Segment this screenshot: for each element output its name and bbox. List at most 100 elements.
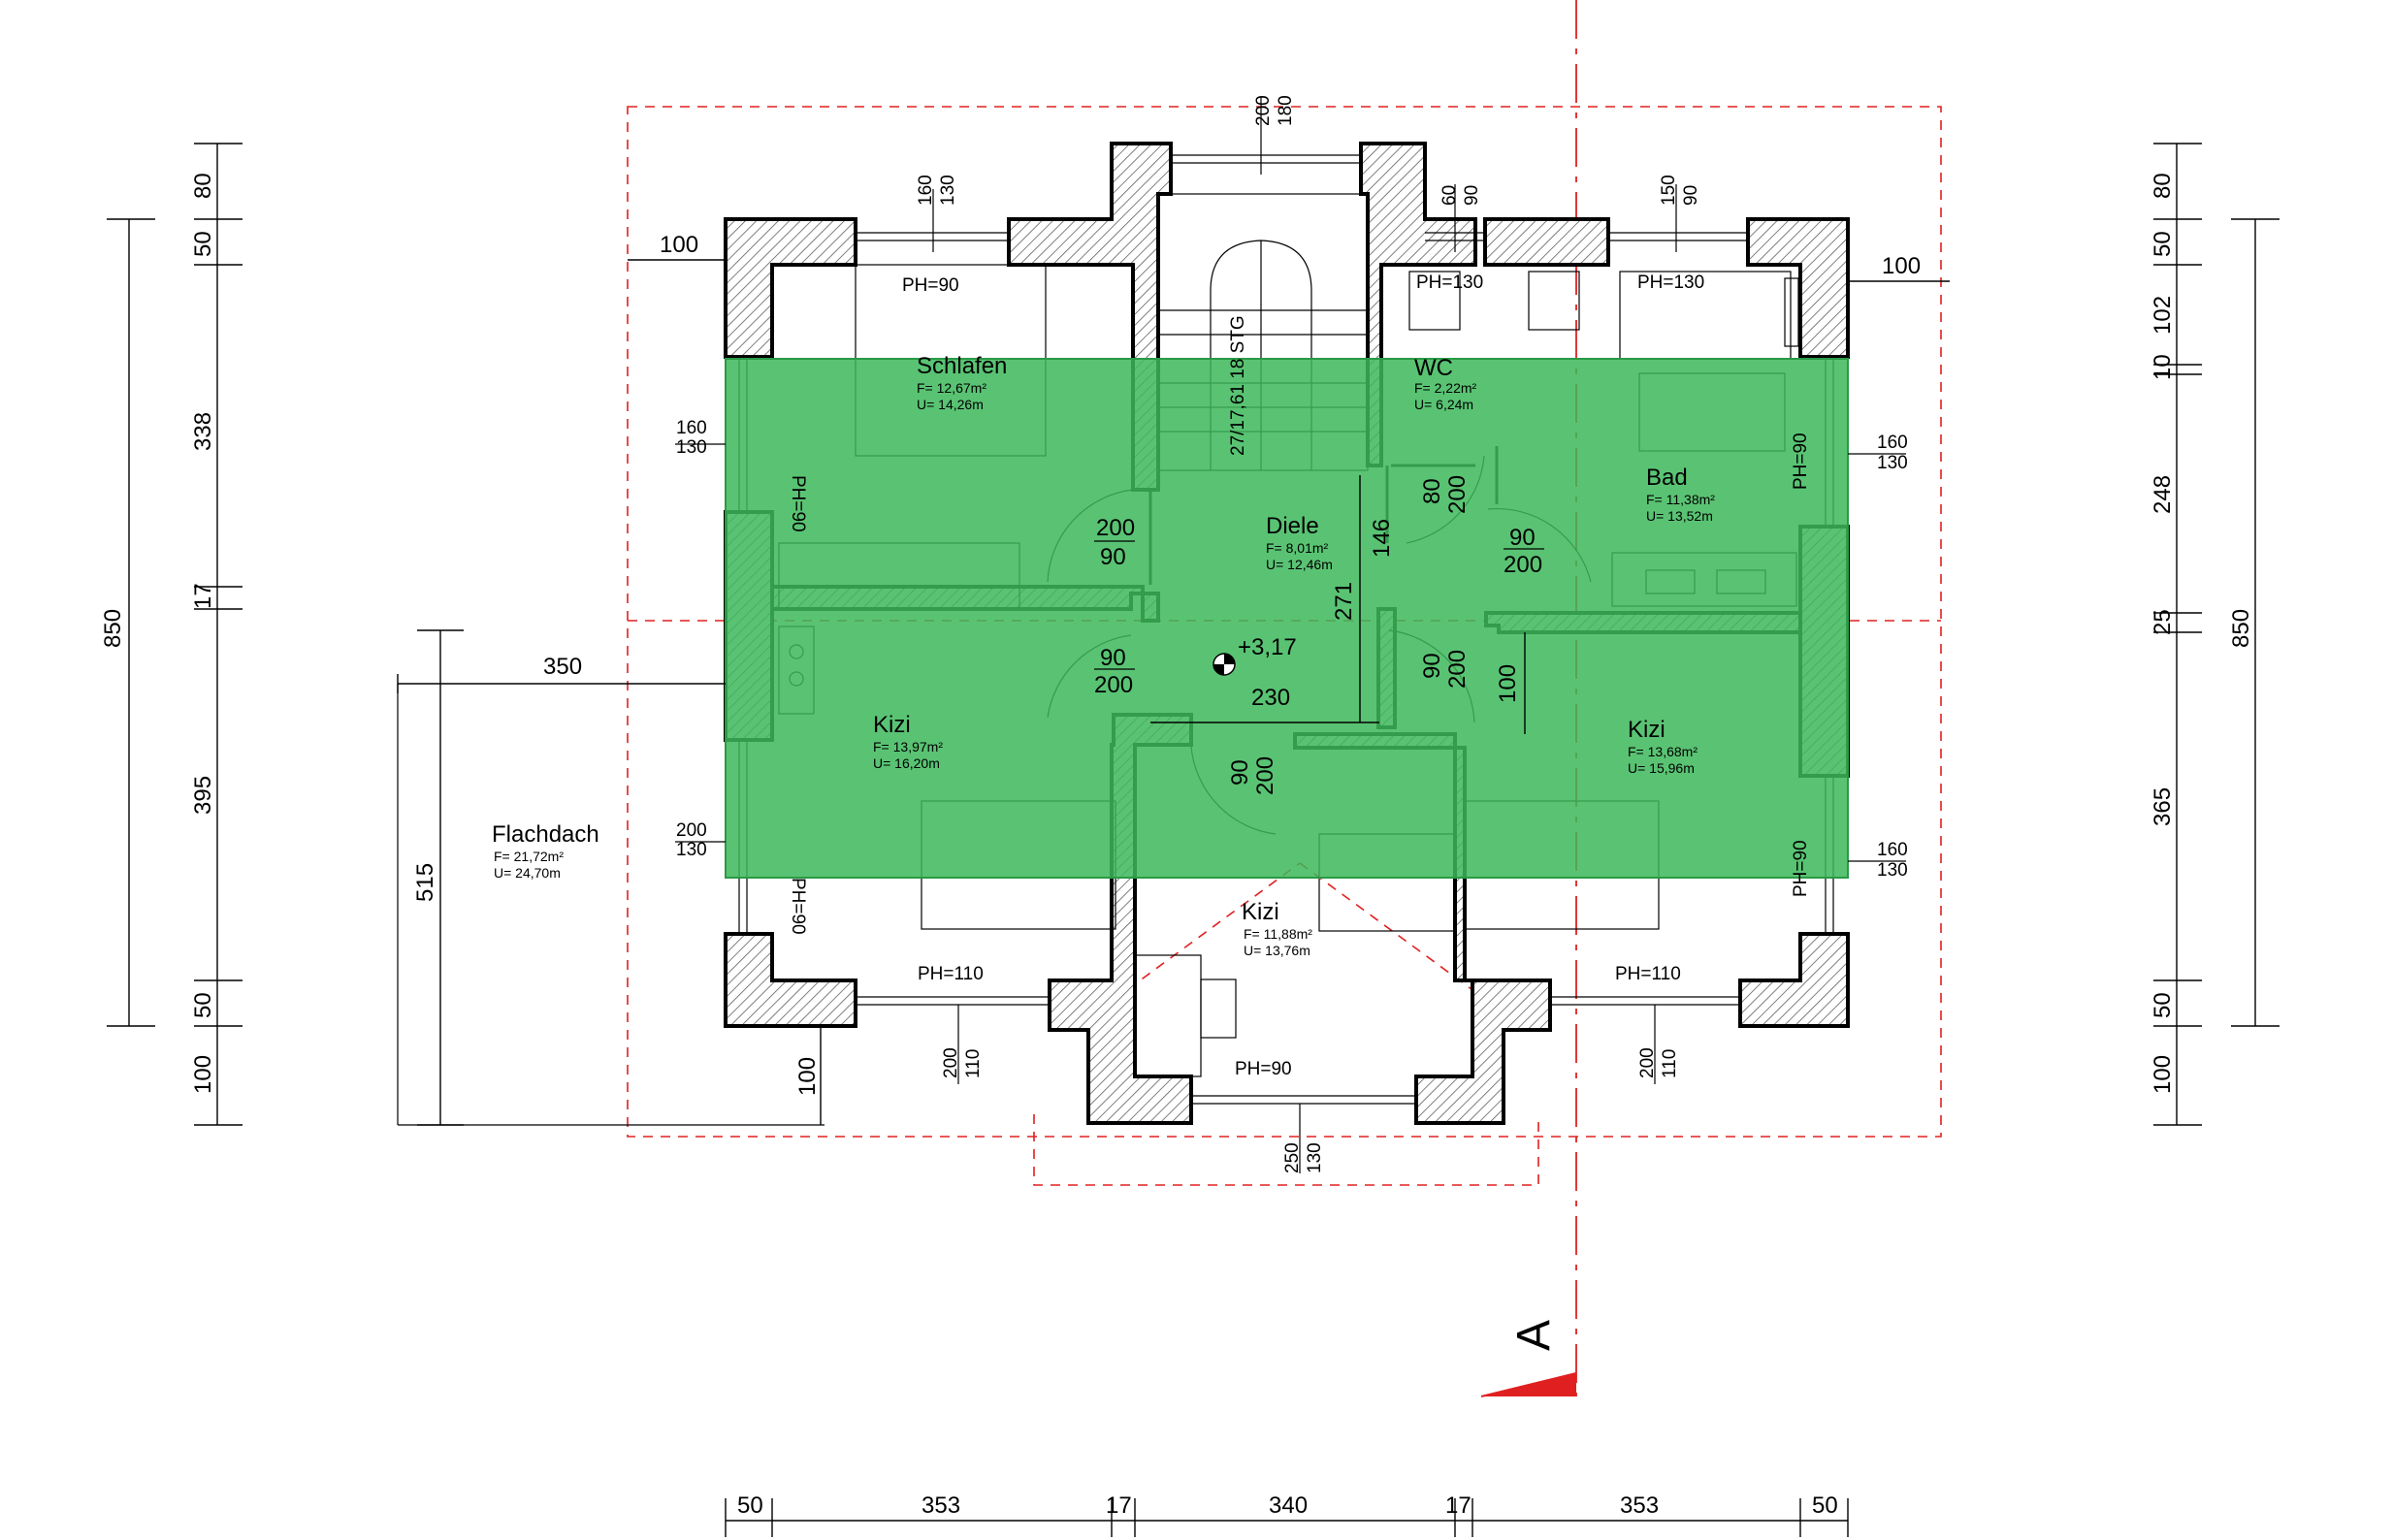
svg-text:146: 146 [1369, 519, 1395, 558]
svg-text:850: 850 [2228, 609, 2254, 648]
svg-text:Diele: Diele [1266, 513, 1319, 539]
svg-text:10: 10 [2150, 354, 2176, 380]
svg-text:130: 130 [938, 175, 958, 206]
svg-text:PH=90: PH=90 [1235, 1059, 1292, 1079]
svg-text:U= 6,24m: U= 6,24m [1414, 397, 1473, 412]
door-labels: 200 90 80 200 90 200 90 200 90 200 90 20… [1094, 475, 1544, 795]
svg-text:F= 2,22m²: F= 2,22m² [1414, 380, 1477, 396]
svg-text:PH=130: PH=130 [1637, 273, 1704, 293]
svg-text:17: 17 [1106, 1492, 1132, 1519]
svg-text:250: 250 [1282, 1142, 1303, 1173]
svg-text:F= 13,97m²: F= 13,97m² [873, 739, 943, 754]
svg-text:Schlafen: Schlafen [917, 353, 1007, 379]
svg-text:100: 100 [660, 232, 698, 258]
svg-text:100: 100 [2150, 1055, 2176, 1094]
svg-text:200: 200 [1096, 515, 1135, 541]
svg-text:100: 100 [1882, 253, 1921, 279]
svg-text:100: 100 [1495, 664, 1521, 703]
svg-text:200: 200 [1444, 650, 1471, 689]
svg-text:U= 13,52m: U= 13,52m [1646, 508, 1713, 524]
svg-text:F= 11,88m²: F= 11,88m² [1244, 926, 1312, 942]
svg-text:50: 50 [190, 992, 216, 1018]
svg-text:150: 150 [1659, 175, 1679, 206]
svg-text:U= 14,26m: U= 14,26m [917, 397, 984, 412]
svg-text:U= 13,76m: U= 13,76m [1244, 943, 1310, 958]
svg-text:200: 200 [1504, 552, 1542, 578]
svg-text:80: 80 [190, 173, 216, 199]
dim-chain-left: 80 50 338 17 395 50 100 850 515 [100, 143, 825, 1126]
svg-text:130: 130 [1877, 860, 1908, 881]
svg-text:U= 15,96m: U= 15,96m [1628, 760, 1695, 776]
svg-text:80: 80 [2150, 173, 2176, 199]
svg-text:365: 365 [2150, 787, 2176, 826]
svg-text:F= 11,38m²: F= 11,38m² [1646, 492, 1715, 507]
svg-text:248: 248 [2150, 475, 2176, 514]
svg-text:350: 350 [543, 654, 582, 680]
svg-text:200: 200 [1094, 672, 1133, 698]
svg-text:353: 353 [922, 1492, 960, 1519]
dim-chain-right: 80 50 102 10 248 25 365 50 100 850 [2150, 143, 2280, 1126]
svg-text:U= 16,20m: U= 16,20m [873, 755, 940, 771]
dim-terrace: 350 100 100 100 [397, 232, 1950, 1125]
svg-text:90: 90 [1100, 645, 1126, 671]
svg-text:F= 12,67m²: F= 12,67m² [917, 380, 986, 396]
svg-text:17: 17 [190, 583, 216, 609]
diele-dimensions: 230 271 146 100 [1150, 475, 1526, 734]
svg-text:PH=90: PH=90 [1791, 840, 1811, 897]
svg-text:PH=90: PH=90 [788, 475, 808, 532]
svg-text:50: 50 [190, 231, 216, 257]
svg-text:90: 90 [1100, 544, 1126, 570]
room-flachdach: Flachdach F= 21,72m² U= 24,70m [492, 821, 599, 881]
room-bad: Bad F= 11,38m² U= 13,52m PH=130 [1637, 273, 1715, 524]
svg-text:50: 50 [1812, 1492, 1838, 1519]
svg-text:60: 60 [1439, 185, 1460, 206]
svg-text:395: 395 [190, 776, 216, 815]
svg-text:90: 90 [1509, 525, 1536, 551]
room-schlafen: Schlafen F= 12,67m² U= 14,26m PH=90 [902, 275, 1007, 412]
svg-text:90: 90 [1227, 759, 1253, 786]
svg-text:F= 21,72m²: F= 21,72m² [494, 849, 564, 864]
svg-text:F= 8,01m²: F= 8,01m² [1266, 540, 1329, 556]
room-diele: Diele F= 8,01m² U= 12,46m [1266, 513, 1333, 572]
svg-text:160: 160 [916, 175, 936, 206]
svg-text:230: 230 [1251, 685, 1290, 711]
room-wc: WC F= 2,22m² U= 6,24m PH=130 [1414, 273, 1483, 412]
svg-text:130: 130 [1305, 1142, 1325, 1173]
window-labels: 200 180 160 130 60 90 150 90 160 130 200… [675, 95, 1908, 1173]
svg-text:200: 200 [1444, 475, 1471, 514]
svg-text:200: 200 [1253, 95, 1274, 126]
svg-text:160: 160 [1877, 840, 1908, 860]
svg-text:200: 200 [1252, 756, 1278, 795]
svg-text:90: 90 [1681, 185, 1701, 206]
svg-text:340: 340 [1269, 1492, 1308, 1519]
svg-text:160: 160 [1877, 433, 1908, 453]
svg-text:338: 338 [190, 412, 216, 451]
svg-text:130: 130 [1877, 453, 1908, 473]
svg-text:17: 17 [1445, 1492, 1471, 1519]
svg-text:Flachdach: Flachdach [492, 821, 599, 848]
room-kizi-bottom: Kizi F= 11,88m² U= 13,76m PH=90 [1235, 899, 1312, 1079]
dim-chain-bottom: 50 353 17 340 17 353 50 [725, 1492, 1849, 1537]
svg-text:90: 90 [1419, 653, 1445, 679]
svg-text:110: 110 [963, 1049, 984, 1078]
svg-text:50: 50 [737, 1492, 763, 1519]
svg-text:102: 102 [2150, 296, 2176, 335]
svg-text:F= 13,68m²: F= 13,68m² [1628, 744, 1698, 759]
svg-text:PH=90: PH=90 [902, 275, 959, 296]
level-marker: +3,17 [1213, 634, 1297, 676]
svg-text:+3,17: +3,17 [1238, 634, 1297, 660]
svg-text:271: 271 [1331, 582, 1357, 621]
svg-text:Kizi: Kizi [873, 712, 911, 738]
svg-text:PH=110: PH=110 [1615, 964, 1681, 984]
svg-text:PH=90: PH=90 [1791, 433, 1811, 490]
room-kizi-left: Kizi F= 13,97m² U= 16,20m PH=110 [873, 712, 984, 984]
svg-text:100: 100 [190, 1055, 216, 1094]
svg-text:515: 515 [412, 863, 438, 902]
svg-text:160: 160 [676, 418, 707, 438]
svg-text:353: 353 [1620, 1492, 1659, 1519]
svg-text:PH=90: PH=90 [788, 878, 808, 935]
svg-text:25: 25 [2150, 609, 2176, 635]
stair-label: 27/17,61 18 STG [1228, 315, 1248, 456]
svg-text:100: 100 [794, 1057, 821, 1096]
